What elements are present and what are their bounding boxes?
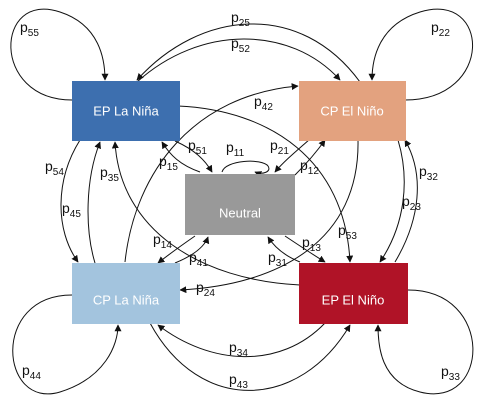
edge-p15	[161, 141, 201, 173]
edge-label-p55: p55	[20, 19, 39, 39]
edge-label-p44: p44	[22, 362, 41, 382]
edge-label-p42: p42	[254, 93, 273, 113]
edge-p11	[221, 160, 270, 178]
edge-p44	[12, 294, 122, 395]
edge-label-p24: p24	[196, 279, 215, 299]
edge-label-p11: p11	[226, 139, 245, 159]
edge-p14	[157, 235, 196, 264]
edge-label-p25: p25	[231, 9, 250, 29]
edge-label-p14: p14	[153, 231, 172, 251]
edge-p54	[60, 139, 81, 263]
edge-p13	[284, 235, 326, 263]
edge-label-p31: p31	[268, 249, 287, 269]
node-ep-el-nino-label: EP El Niño	[322, 292, 385, 307]
edge-label-p45: p45	[62, 200, 81, 220]
edge-p41	[174, 236, 210, 264]
node-cp-el-nino: CP El Niño	[299, 81, 406, 141]
edge-label-p22: p22	[431, 19, 450, 39]
edge-label-p51: p51	[188, 137, 207, 157]
edge-p35	[111, 141, 301, 286]
edge-p31	[267, 236, 301, 263]
edge-p51	[174, 140, 213, 173]
edge-p53	[177, 105, 354, 263]
edge-label-p35: p35	[100, 164, 119, 184]
edge-label-p23: p23	[402, 193, 421, 213]
edge-label-p13: p13	[302, 234, 321, 254]
node-ep-la-nina: EP La Niña	[72, 81, 180, 141]
edge-p52	[136, 38, 341, 83]
edge-p12	[294, 139, 326, 176]
node-cp-la-nina-label: CP La Niña	[93, 292, 160, 307]
edge-label-p32: p32	[419, 163, 438, 183]
edge-p32	[394, 139, 418, 263]
node-ep-el-nino: EP El Niño	[299, 263, 408, 324]
edge-p45	[87, 141, 101, 264]
edge-label-p53: p53	[338, 222, 357, 242]
edge-p23	[379, 139, 405, 263]
node-ep-la-nina-label: EP La Niña	[93, 103, 159, 118]
edge-label-p43: p43	[229, 371, 248, 391]
edge-label-p54: p54	[45, 158, 64, 178]
edge-p55	[10, 8, 109, 101]
edge-label-p41: p41	[189, 249, 208, 269]
edge-p22	[368, 8, 474, 101]
edge-label-p12: p12	[300, 157, 319, 177]
edges	[10, 8, 474, 395]
node-cp-la-nina: CP La Niña	[72, 263, 180, 324]
node-cp-el-nino-label: CP El Niño	[320, 103, 383, 118]
edge-p33	[374, 289, 474, 395]
edge-labels: p55 p22 p25 p52 p42 p51 p11 p21 p15 p12 …	[20, 9, 460, 391]
edge-label-p34: p34	[229, 339, 248, 359]
edge-label-p21: p21	[270, 137, 289, 157]
edge-p43	[149, 322, 351, 391]
edge-label-p52: p52	[231, 35, 250, 55]
edge-label-p15: p15	[159, 153, 178, 173]
edge-label-p33: p33	[441, 363, 460, 383]
edge-p24	[179, 139, 359, 294]
edge-p34	[157, 322, 326, 358]
node-neutral: Neutral	[185, 174, 295, 235]
node-neutral-label: Neutral	[219, 205, 261, 220]
edge-p25	[136, 23, 361, 83]
edge-p42	[124, 83, 299, 263]
